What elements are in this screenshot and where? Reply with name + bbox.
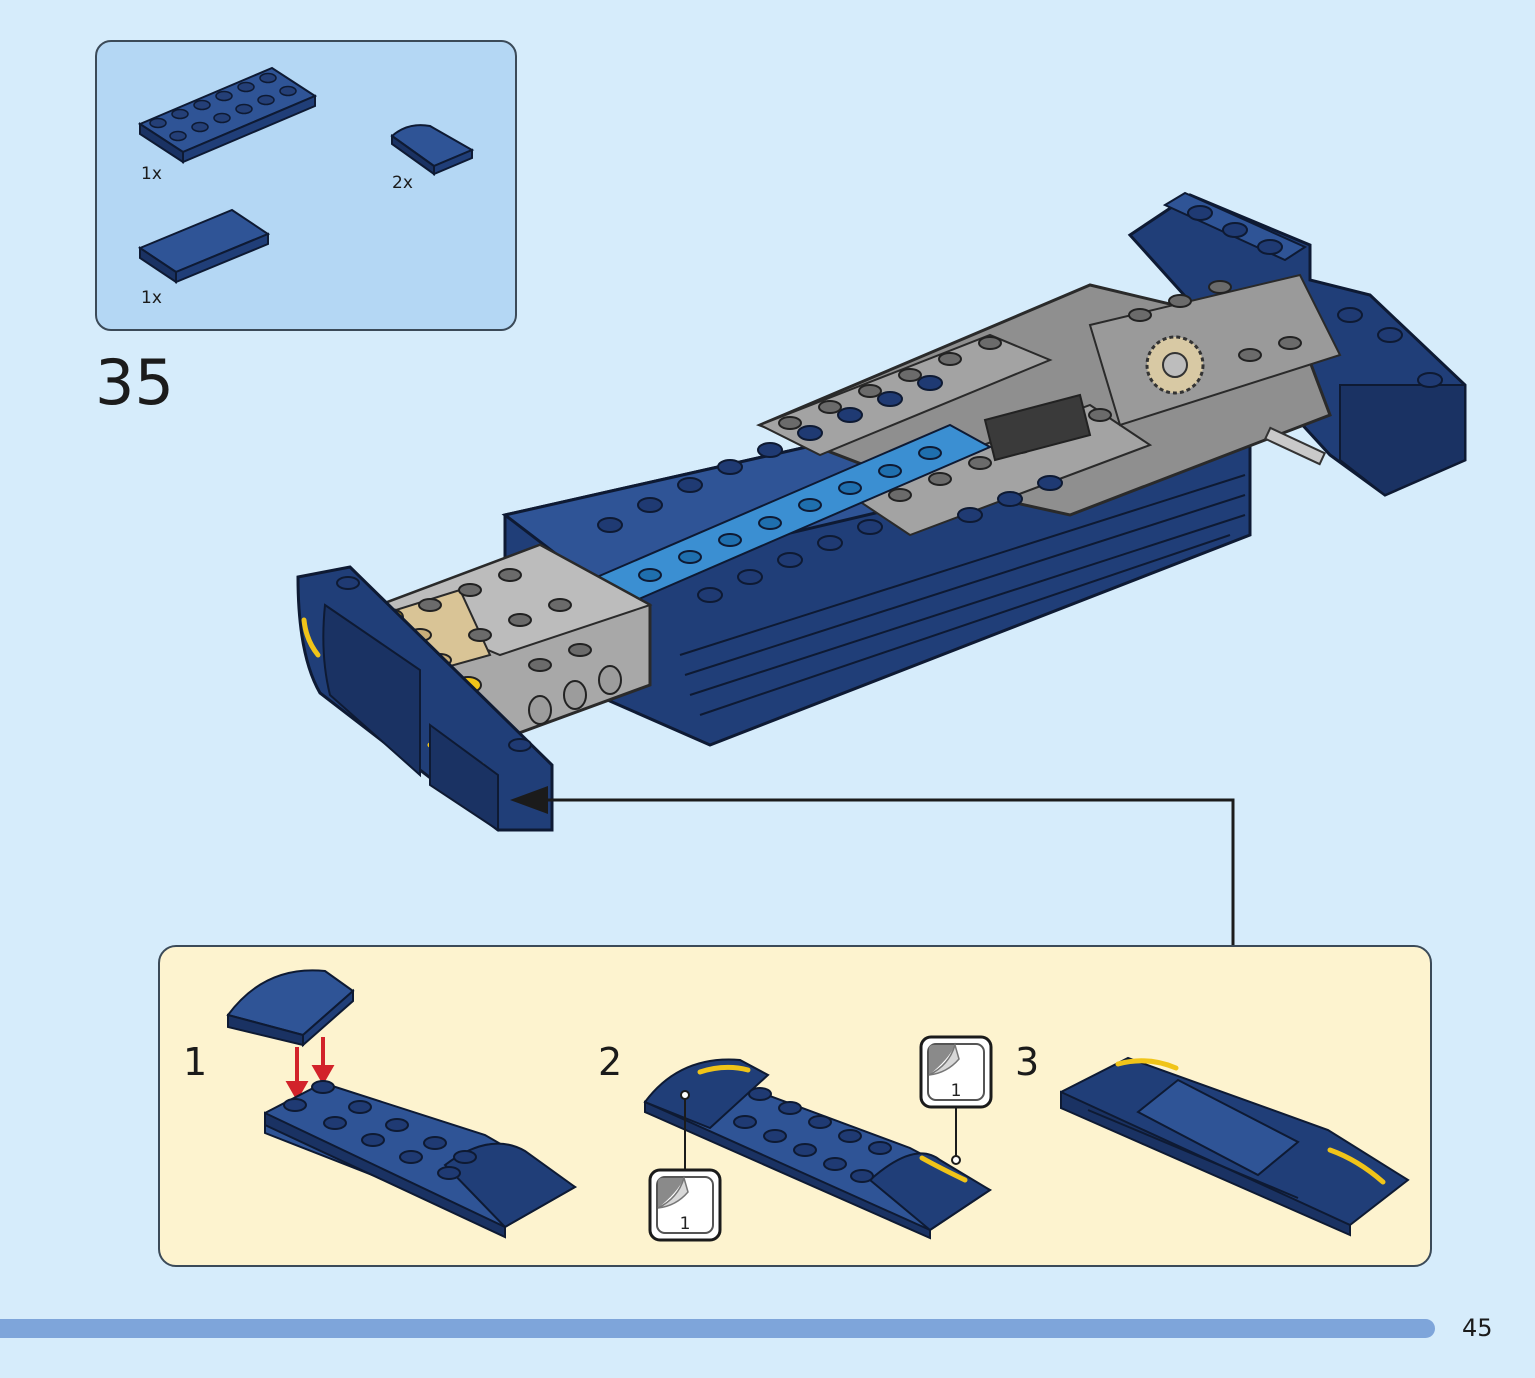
substep-number: 3 [1015, 1040, 1040, 1084]
part-qty: 1x [141, 288, 162, 308]
substep-3-assembly [1060, 1056, 1410, 1237]
sticker-number: 1 [680, 1214, 691, 1234]
substep-2-assembly [643, 1058, 992, 1240]
step-number: 35 [95, 346, 174, 419]
car-chassis-model [296, 191, 1467, 832]
parts-list-box [95, 40, 517, 331]
footer-bar [0, 1319, 1435, 1338]
part-qty: 2x [392, 173, 413, 193]
sticker-icon: 1 [919, 1035, 993, 1109]
tile-2x4-dark-blue-icon [137, 208, 271, 284]
substep-1-assembly [226, 969, 578, 1239]
slope-curved-2x2-dark-blue-icon [390, 124, 475, 176]
plate-2x6-dark-blue-icon [137, 66, 318, 164]
page-number: 45 [1462, 1314, 1493, 1342]
sticker-number: 1 [951, 1081, 962, 1101]
sticker-icon: 1 [648, 1168, 722, 1242]
part-qty: 1x [141, 164, 162, 184]
substep-number: 2 [598, 1040, 623, 1084]
substep-number: 1 [183, 1040, 208, 1084]
